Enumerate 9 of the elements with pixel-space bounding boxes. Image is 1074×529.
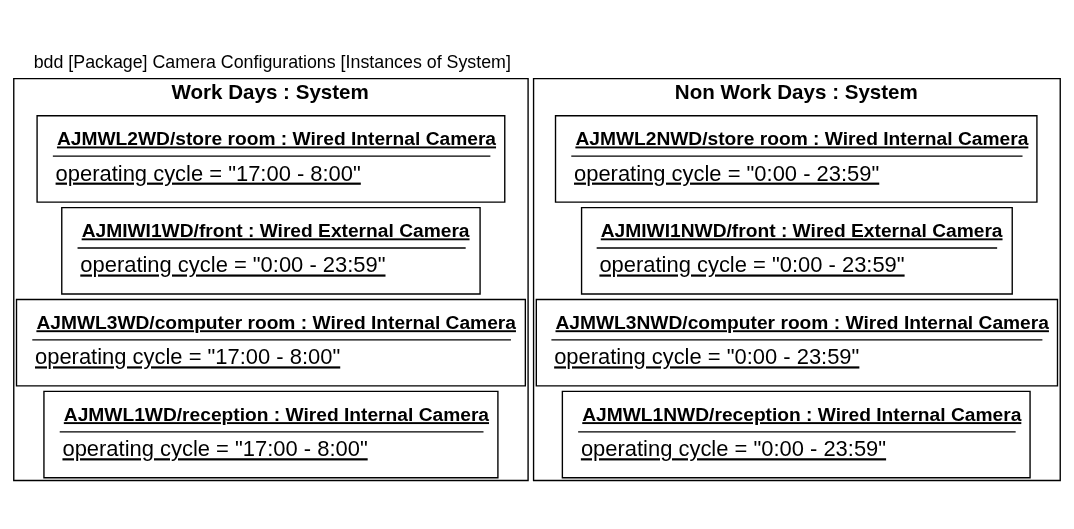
node-box: AJMIWI1WD/front : Wired External Camera operating cycle = "0:00 - 23:59" bbox=[61, 206, 481, 295]
node-box: AJMWL2NWD/store room : Wired Internal Camera operating cycle = "0:00 - 23:59" bbox=[554, 115, 1038, 203]
node-box: AJMWL3WD/computer room : Wired Internal Camera operating cycle = "17:00 - 8:00" bbox=[15, 298, 527, 387]
diagram-title: bdd [Package] Camera Configurations [Instances of System] bbox=[33, 52, 511, 73]
node-box: AJMWL1NWD/reception : Wired Internal Camera operating cycle = "0:00 - 23:59" bbox=[561, 390, 1031, 479]
node-box: AJMWL1WD/reception : Wired Internal Camera operating cycle = "17:00 - 8:00" bbox=[43, 390, 499, 479]
node-box: AJMIWI1NWD/front : Wired External Camera operating cycle = "0:00 - 23:59" bbox=[580, 206, 1013, 295]
node-box: AJMWL3NWD/computer room : Wired Internal Camera operating cycle = "0:00 - 23:59" bbox=[535, 298, 1059, 387]
node-box: AJMWL2WD/store room : Wired Internal Camera operating cycle = "17:00 - 8:00" bbox=[36, 115, 506, 203]
